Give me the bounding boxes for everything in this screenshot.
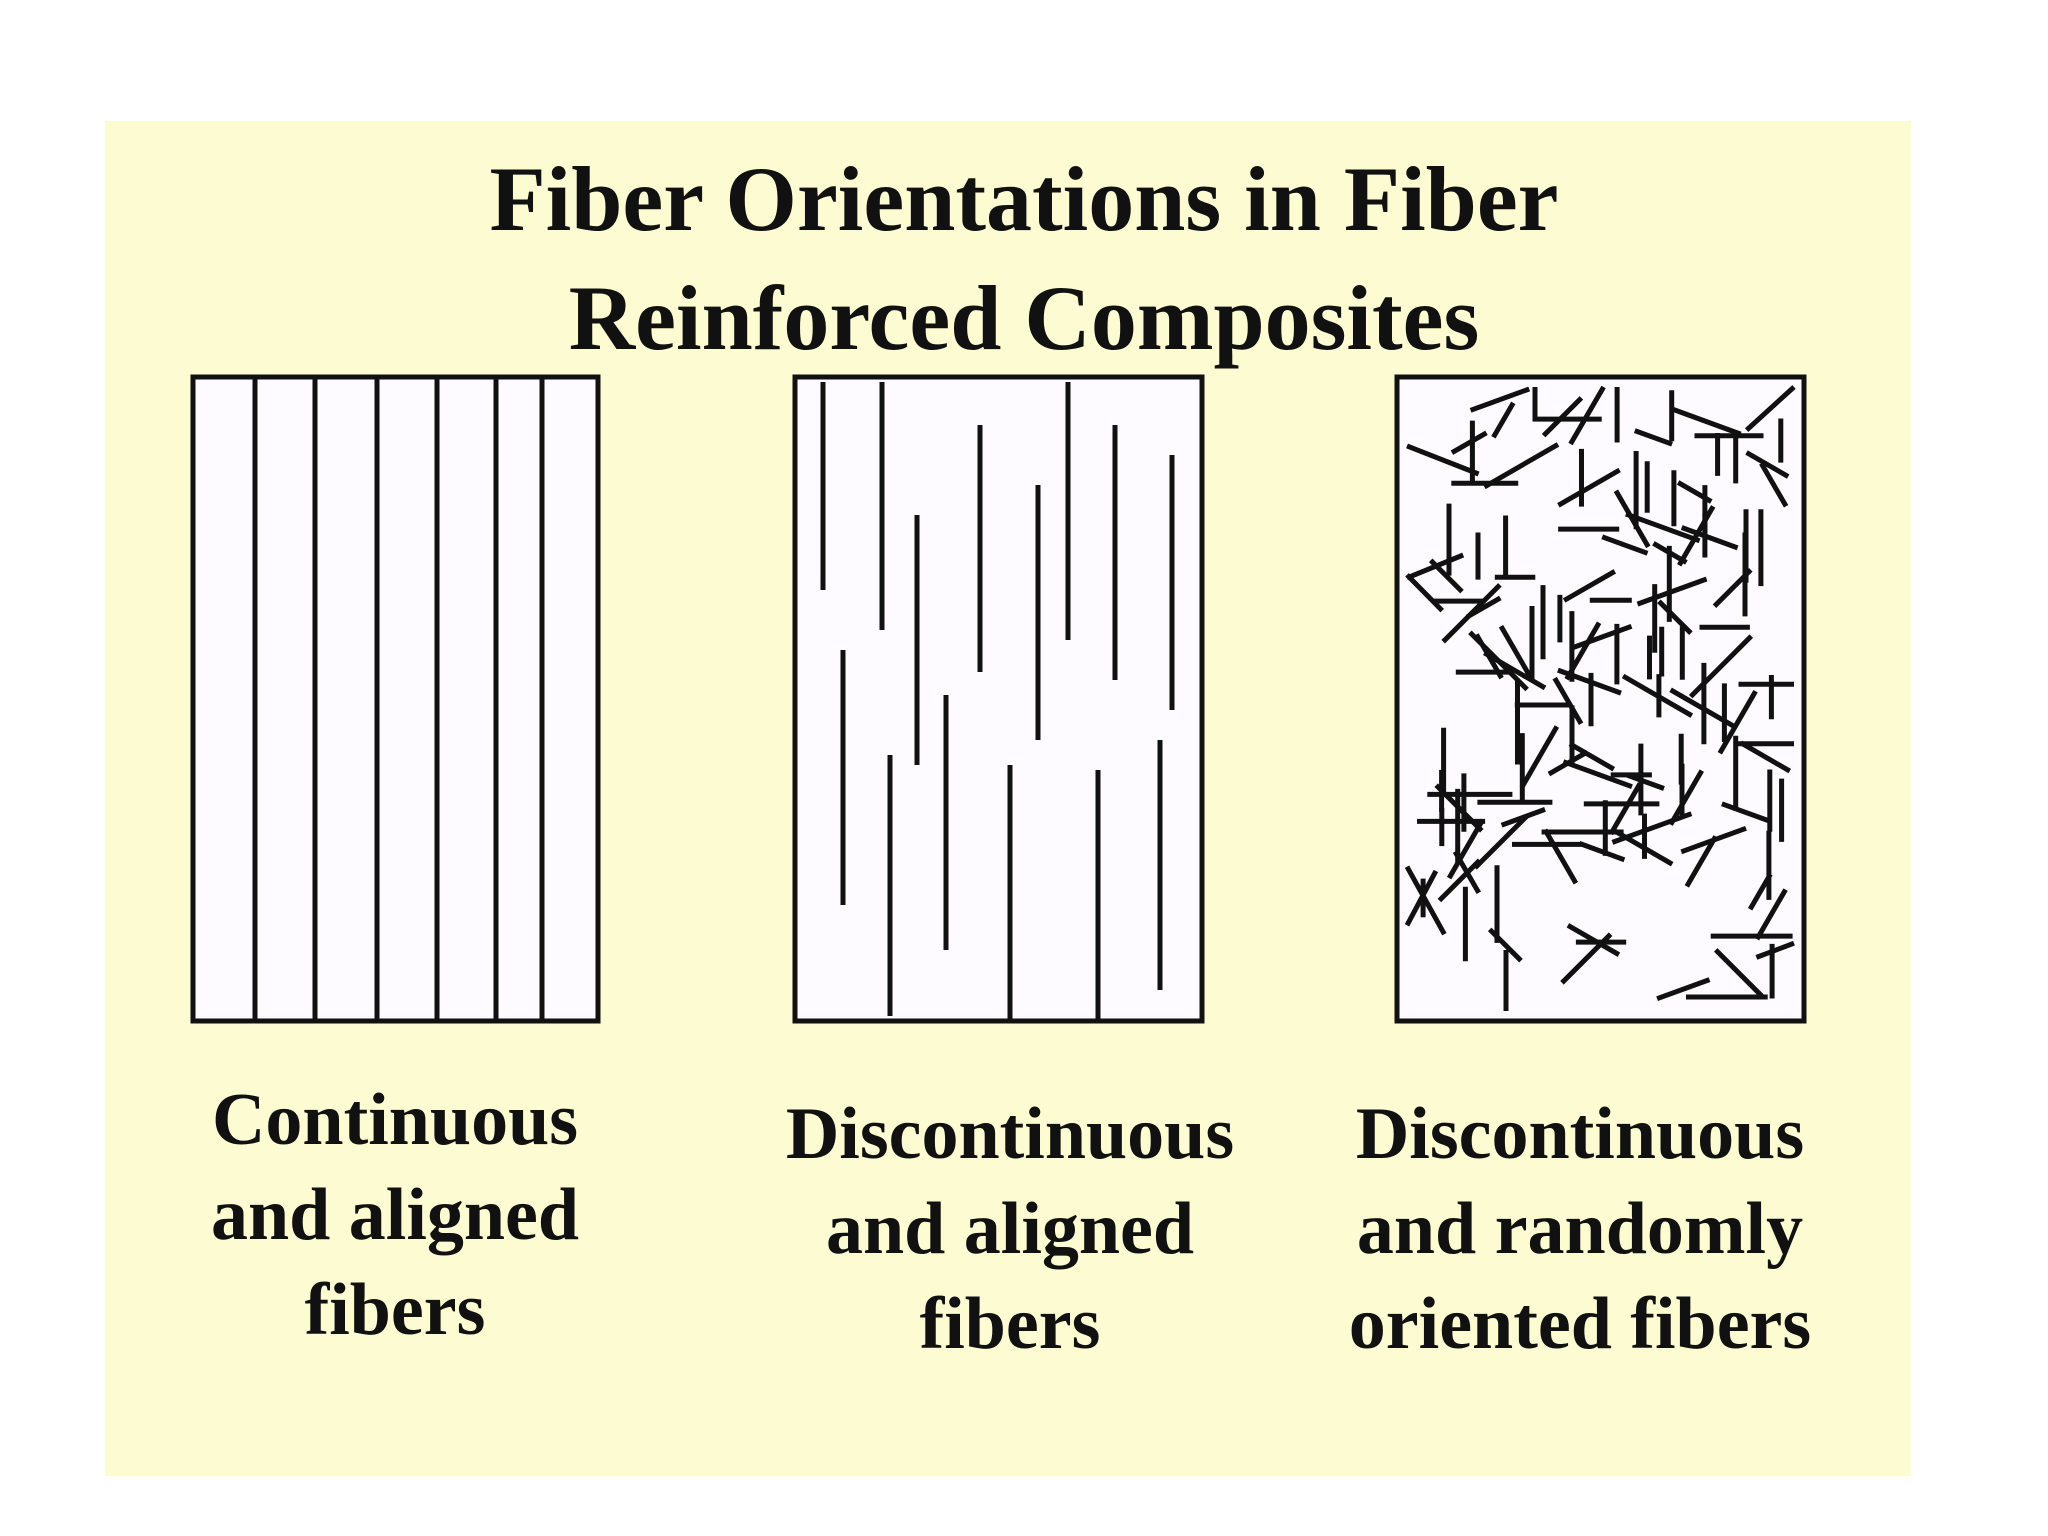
fiber <box>1676 480 1713 504</box>
caption-discontinuous-random: Discontinuous and randomly oriented fibe… <box>1320 1087 1840 1372</box>
caption-line: and randomly <box>1356 1188 1804 1270</box>
fiber <box>1562 569 1617 603</box>
caption-line: Discontinuous <box>785 1093 1235 1175</box>
fiber <box>1684 835 1718 888</box>
caption-line: oriented fibers <box>1348 1283 1812 1365</box>
fiber <box>1621 673 1694 718</box>
fiber <box>1483 650 1547 691</box>
fiber <box>1441 583 1502 644</box>
fiber <box>1611 811 1693 845</box>
fiber <box>1541 396 1584 438</box>
fiber <box>1739 740 1792 774</box>
caption-line: fibers <box>304 1269 486 1351</box>
fiber <box>1717 690 1758 755</box>
fiber <box>1572 623 1633 650</box>
fiber <box>1608 782 1643 836</box>
fiber <box>1657 599 1693 635</box>
figure-title-line-2: Reinforced Composites <box>568 267 1480 369</box>
fiber <box>1610 827 1674 867</box>
caption-line: and aligned <box>825 1188 1195 1270</box>
fiber <box>1568 741 1616 772</box>
fiber <box>1745 450 1790 479</box>
fiber <box>1491 401 1516 439</box>
fiber <box>1519 725 1560 789</box>
fiber <box>1633 428 1673 447</box>
fiber <box>1557 467 1621 508</box>
fiber <box>1755 940 1795 960</box>
fiber <box>1636 576 1708 607</box>
fiber <box>1680 825 1747 855</box>
caption-line: Continuous <box>211 1079 579 1161</box>
fiber <box>1744 385 1796 432</box>
fiber <box>1626 772 1665 791</box>
figure-title-line-1: Fiber Orientations in Fiber <box>489 148 1559 250</box>
fiber <box>1498 624 1534 680</box>
caption-line: fibers <box>919 1283 1101 1365</box>
fiber <box>1473 813 1530 870</box>
fiber <box>1552 676 1584 725</box>
random-fibers-box <box>1394 374 1807 1024</box>
fiber <box>1721 801 1770 824</box>
fiber <box>1754 888 1788 941</box>
fiber <box>1613 489 1651 549</box>
fiber <box>1713 948 1764 999</box>
random-fibers-diagram <box>1394 374 1807 1024</box>
caption-line: Discontinuous <box>1355 1093 1805 1175</box>
fiber <box>1601 534 1649 556</box>
fiber <box>1542 828 1579 885</box>
fiber <box>1578 841 1626 863</box>
fiber <box>1759 462 1789 508</box>
caption-continuous-aligned: Continuous and aligned fibers <box>195 1073 595 1358</box>
caption-discontinuous-aligned: Discontinuous and aligned fibers <box>760 1087 1260 1372</box>
fiber <box>1562 759 1633 790</box>
continuous-aligned-box <box>190 374 601 1024</box>
fiber <box>1406 443 1480 477</box>
fiber <box>1564 621 1602 681</box>
fiber <box>1474 633 1504 680</box>
fiber <box>1688 634 1754 699</box>
fiber <box>1405 573 1444 613</box>
fiber <box>1677 505 1716 567</box>
continuous-aligned-diagram <box>190 374 601 1024</box>
fiber <box>1487 927 1523 963</box>
discontinuous-aligned-diagram <box>792 374 1205 1024</box>
fiber <box>1450 430 1488 455</box>
fiber <box>1680 525 1739 551</box>
discontinuous-aligned-box <box>792 374 1205 1024</box>
fiber <box>1656 977 1711 1002</box>
caption-line: and aligned <box>210 1174 580 1256</box>
fiber <box>1428 558 1464 594</box>
fiber <box>1469 386 1531 413</box>
fiber <box>1568 385 1606 446</box>
fiber <box>1483 442 1560 490</box>
fiber <box>1437 858 1482 903</box>
fiber <box>1500 807 1546 828</box>
fiber <box>1747 872 1773 911</box>
fiber <box>1566 923 1621 957</box>
fiber <box>1670 406 1742 437</box>
fiber <box>1404 865 1447 936</box>
fiber <box>1668 769 1704 826</box>
